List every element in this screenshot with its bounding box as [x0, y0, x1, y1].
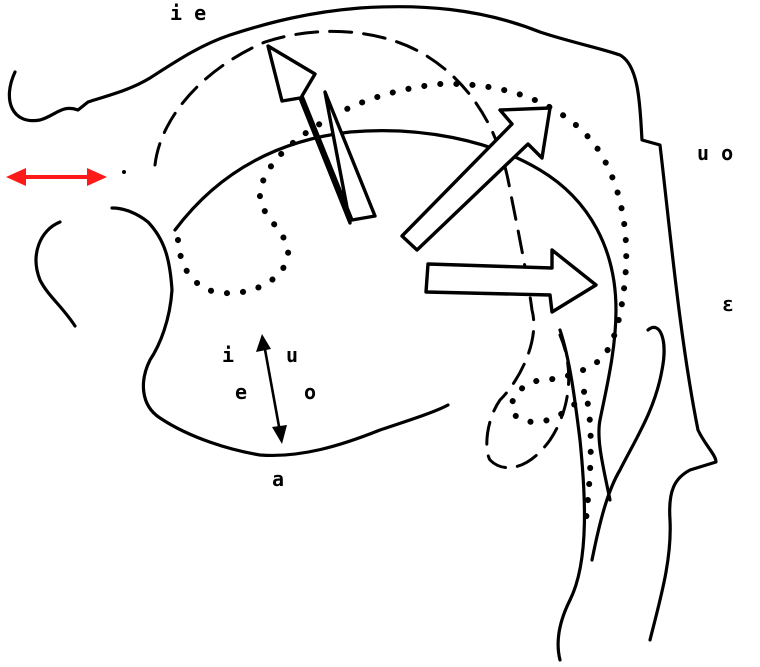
lip-arrow-right-head — [87, 168, 107, 186]
label-jaw-a: a — [272, 467, 284, 491]
hollow-arrow-front-up — [268, 46, 375, 223]
lip-dot — [122, 170, 126, 174]
label-pharynx-vowel: ɛ — [722, 292, 734, 316]
label-jaw-o: o — [304, 380, 316, 404]
jaw-opening-arrow-line — [264, 344, 280, 432]
tongue-jaw-outline — [112, 208, 448, 455]
hollow-arrow-pharynx — [426, 250, 596, 312]
jaw-arrow-bottom-head — [272, 425, 287, 444]
jaw-arrow-top-head — [256, 334, 271, 352]
label-back-upper-vowels: u o — [697, 141, 733, 165]
larynx-outline — [558, 330, 584, 660]
tongue-dome-outline — [175, 131, 616, 500]
label-jaw-e: e — [235, 380, 247, 404]
label-jaw-i: i — [222, 343, 234, 367]
label-front-upper-vowels: i e — [170, 1, 206, 25]
tongue-front-position-dashed — [155, 31, 569, 467]
epiglottis-outline — [592, 327, 664, 560]
lip-arrow-left-head — [6, 168, 26, 186]
label-jaw-u: u — [286, 343, 298, 367]
hollow-arrow-back-up — [402, 108, 550, 250]
lower-lip-outline — [36, 222, 75, 326]
